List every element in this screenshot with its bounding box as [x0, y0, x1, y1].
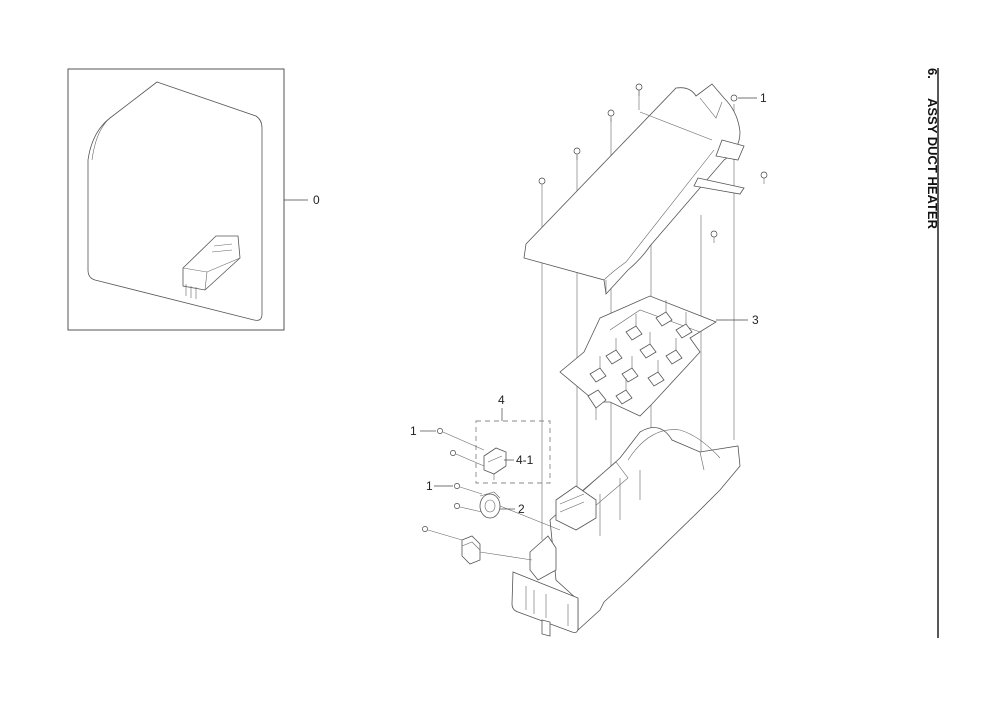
sensor-assembly-box — [475, 420, 551, 484]
callout-1-top: 1 — [760, 91, 767, 105]
screw-icon — [450, 450, 456, 456]
assembly-inset — [67, 68, 308, 331]
screw-icon — [635, 83, 643, 96]
screw-icon — [607, 109, 615, 122]
heater-coil-icon — [639, 332, 657, 359]
section-number: 6. — [925, 68, 940, 79]
heater-coil-icon — [625, 314, 643, 341]
heater-coil-icon — [605, 338, 623, 365]
heater-coil-icon — [589, 356, 607, 383]
heater-coil-icon — [647, 360, 665, 387]
screw-icon — [730, 94, 738, 102]
callout-0: 0 — [313, 193, 320, 207]
front-plate-tab — [541, 619, 551, 637]
heater-plate — [559, 295, 717, 420]
screw-icon — [538, 177, 546, 190]
callout-4-1: 4-1 — [516, 453, 534, 467]
callout-4: 4 — [498, 393, 505, 407]
front-end-plate — [511, 571, 579, 637]
callout-2: 2 — [518, 502, 525, 516]
thermal-fuse-part — [479, 491, 501, 519]
lower-duct-housing — [529, 427, 741, 631]
heater-coil-icon — [615, 378, 633, 405]
screw-icon — [437, 428, 443, 434]
screw-icon — [422, 526, 428, 532]
heater-coil-icon — [665, 338, 683, 365]
inset-frame — [67, 68, 285, 331]
thermostat-part — [483, 447, 507, 480]
heater-coil-icon — [655, 300, 673, 327]
screw-icon — [454, 483, 460, 489]
assembly-cover-edge — [91, 117, 111, 161]
section-title: 6. ASSY DUCT HEATER — [925, 68, 940, 230]
assembly-cover — [87, 81, 263, 321]
connector-part — [461, 535, 481, 565]
screw-icon — [710, 230, 718, 243]
callout-1-low: 1 — [426, 479, 433, 493]
callout-1-mid: 1 — [410, 424, 417, 438]
top-screws — [538, 83, 768, 243]
heater-terminal — [587, 389, 607, 409]
section-title-text: ASSY DUCT HEATER — [925, 98, 940, 230]
heater-coil-icon — [675, 312, 693, 339]
assembly-heater-module — [182, 235, 241, 299]
upper-duct-cover — [523, 83, 745, 295]
screw-icon — [760, 171, 768, 184]
callout-3: 3 — [752, 313, 759, 327]
screw-icon — [573, 147, 581, 160]
screw-icon — [454, 503, 460, 509]
